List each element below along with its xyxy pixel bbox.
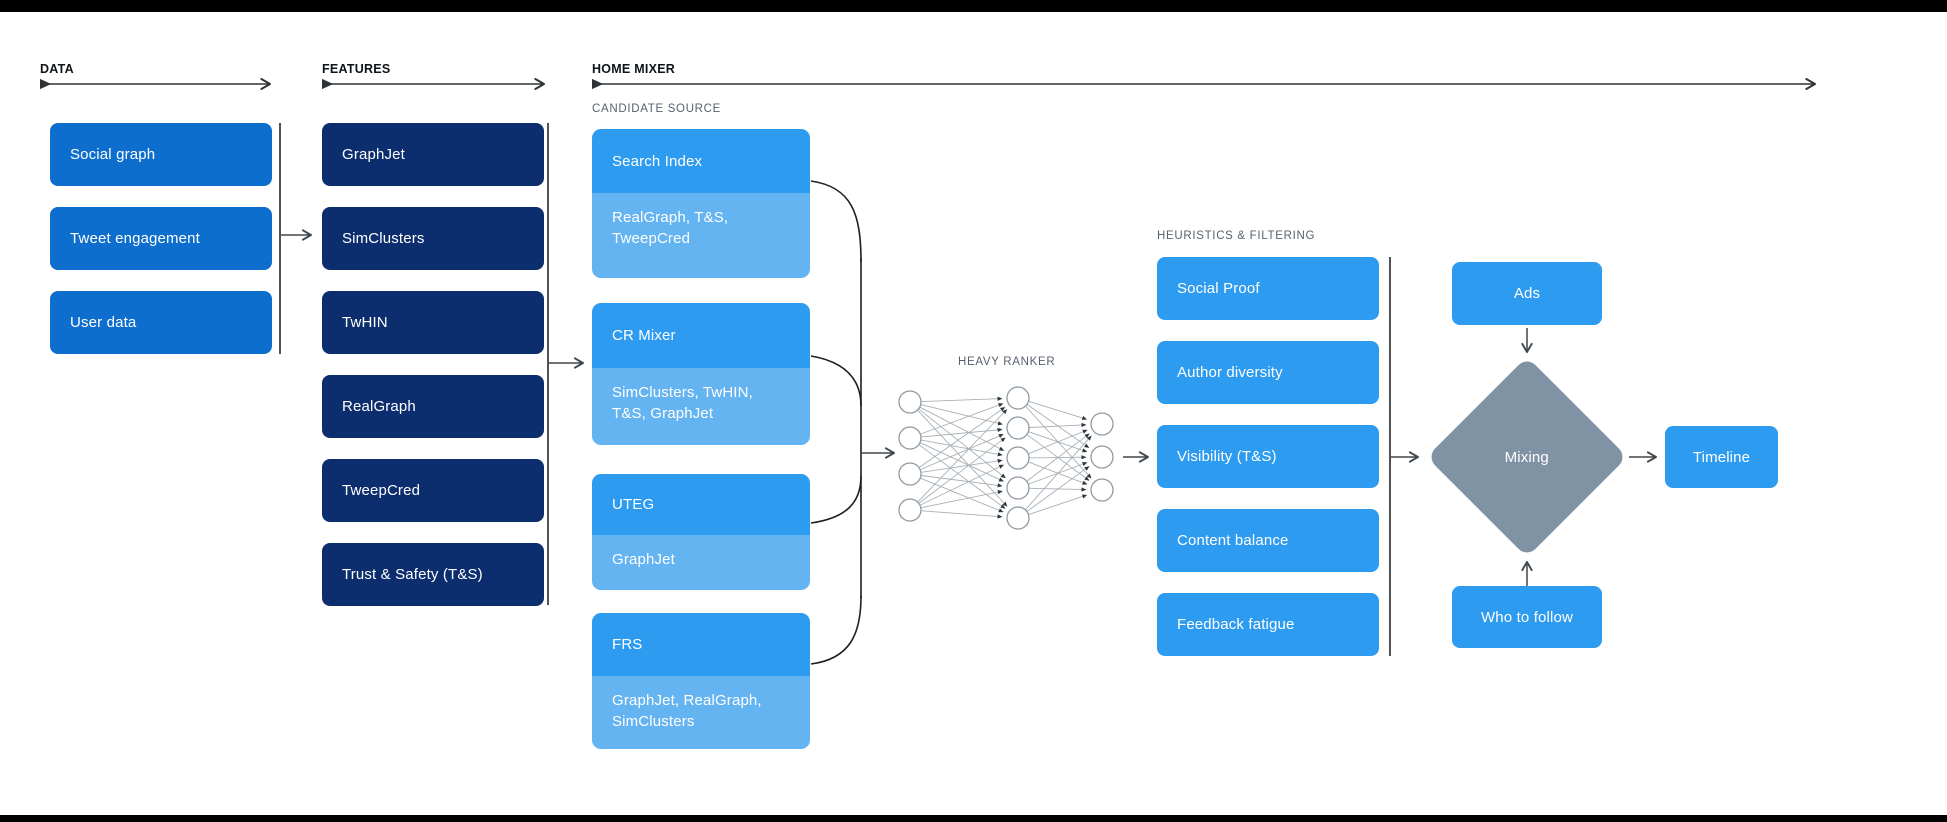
node-who-to-follow: Who to follow — [1452, 586, 1602, 648]
nn-connection — [918, 437, 1006, 504]
nn-neuron — [1006, 506, 1030, 530]
nn-connection — [1028, 400, 1088, 421]
nn-connection — [919, 406, 1005, 451]
nn-neuron — [1006, 386, 1030, 410]
node-simclusters: SimClusters — [322, 207, 544, 270]
nn-connection — [920, 477, 1004, 513]
nn-neuron — [1006, 416, 1030, 440]
nn-connection — [920, 464, 1004, 506]
nn-connection — [918, 408, 1006, 479]
candidate-title: CR Mixer — [592, 303, 810, 368]
nn-connection — [920, 442, 1004, 482]
nn-connection — [1025, 435, 1092, 510]
neural-network-illustration — [898, 386, 1114, 530]
nn-connection — [1028, 429, 1088, 455]
node-feedback-fatigue: Feedback fatigue — [1157, 593, 1379, 656]
nn-connection — [921, 396, 1003, 403]
candidate-title: FRS — [592, 613, 810, 676]
candidate-title: Search Index — [592, 129, 810, 193]
nn-connection — [918, 444, 1006, 509]
node-ads: Ads — [1452, 262, 1602, 325]
candidate-features: GraphJet — [592, 535, 810, 590]
node-content-balance: Content balance — [1157, 509, 1379, 572]
nn-connection — [1028, 494, 1088, 515]
candidate-merge-connectors — [810, 180, 862, 665]
cr-mixer-connector — [810, 355, 862, 407]
search-index-connector — [810, 180, 862, 263]
node-tweet-engagement: Tweet engagement — [50, 207, 272, 270]
nn-connection — [917, 409, 1008, 503]
nn-connection — [919, 406, 1006, 468]
nn-connection — [921, 439, 1003, 457]
node-visibility: Visibility (T&S) — [1157, 425, 1379, 488]
nn-neuron — [1090, 445, 1114, 469]
nn-connection — [921, 427, 1003, 438]
nn-neuron — [1006, 476, 1030, 500]
nn-connection — [920, 403, 1004, 435]
uteg-connector — [810, 475, 862, 524]
frs-connector — [810, 595, 862, 665]
nn-connection — [917, 410, 1008, 507]
nn-neuron — [1006, 446, 1030, 470]
node-frs: FRS GraphJet, RealGraph, SimClusters — [592, 613, 810, 749]
heuristics-filtering-subheader: HEURISTICS & FILTERING — [1157, 230, 1316, 242]
bottom-black-bar — [0, 815, 1947, 822]
nn-connection — [1029, 422, 1087, 428]
candidate-title: UTEG — [592, 474, 810, 535]
node-social-graph: Social graph — [50, 123, 272, 186]
nn-connection — [921, 510, 1003, 519]
node-graphjet: GraphJet — [322, 123, 544, 186]
candidate-features: GraphJet, RealGraph, SimClusters — [592, 676, 810, 749]
node-tweepcred: TweepCred — [322, 459, 544, 522]
candidate-features: SimClusters, TwHIN, T&S, GraphJet — [592, 368, 810, 445]
nn-connection — [1026, 433, 1090, 482]
flow-arrows — [281, 229, 1657, 586]
nn-neuron — [898, 462, 922, 486]
nn-connection — [921, 475, 1003, 488]
data-column-header: DATA — [40, 62, 74, 76]
node-social-proof: Social Proof — [1157, 257, 1379, 320]
nn-neuron — [1090, 412, 1114, 436]
nn-connection — [1027, 466, 1090, 512]
nn-connection — [921, 489, 1003, 509]
nn-neuron — [1090, 478, 1114, 502]
heavy-ranker-label: HEAVY RANKER — [958, 356, 1056, 368]
node-realgraph: RealGraph — [322, 375, 544, 438]
home-mixer-column-header: HOME MIXER — [592, 62, 676, 76]
node-trust-safety: Trust & Safety (T&S) — [322, 543, 544, 606]
node-cr-mixer: CR Mixer SimClusters, TwHIN, T&S, GraphJ… — [592, 303, 810, 445]
nn-neuron — [898, 498, 922, 522]
node-twhin: TwHIN — [322, 291, 544, 354]
column-separators — [279, 123, 1391, 656]
candidate-source-subheader: CANDIDATE SOURCE — [592, 103, 722, 115]
top-black-bar — [0, 0, 1947, 12]
nn-neuron — [898, 390, 922, 414]
nn-connection — [920, 433, 1004, 470]
features-column-header: FEATURES — [322, 62, 391, 76]
node-search-index: Search Index RealGraph, T&S, TweepCred — [592, 129, 810, 278]
node-user-data: User data — [50, 291, 272, 354]
nn-neuron — [898, 426, 922, 450]
nn-connection — [921, 458, 1003, 473]
nn-connection — [921, 404, 1003, 426]
mixing-label: Mixing — [1504, 448, 1550, 466]
node-timeline: Timeline — [1665, 426, 1778, 488]
candidate-features: RealGraph, T&S, TweepCred — [592, 193, 810, 278]
node-author-diversity: Author diversity — [1157, 341, 1379, 404]
node-uteg: UTEG GraphJet — [592, 474, 810, 590]
